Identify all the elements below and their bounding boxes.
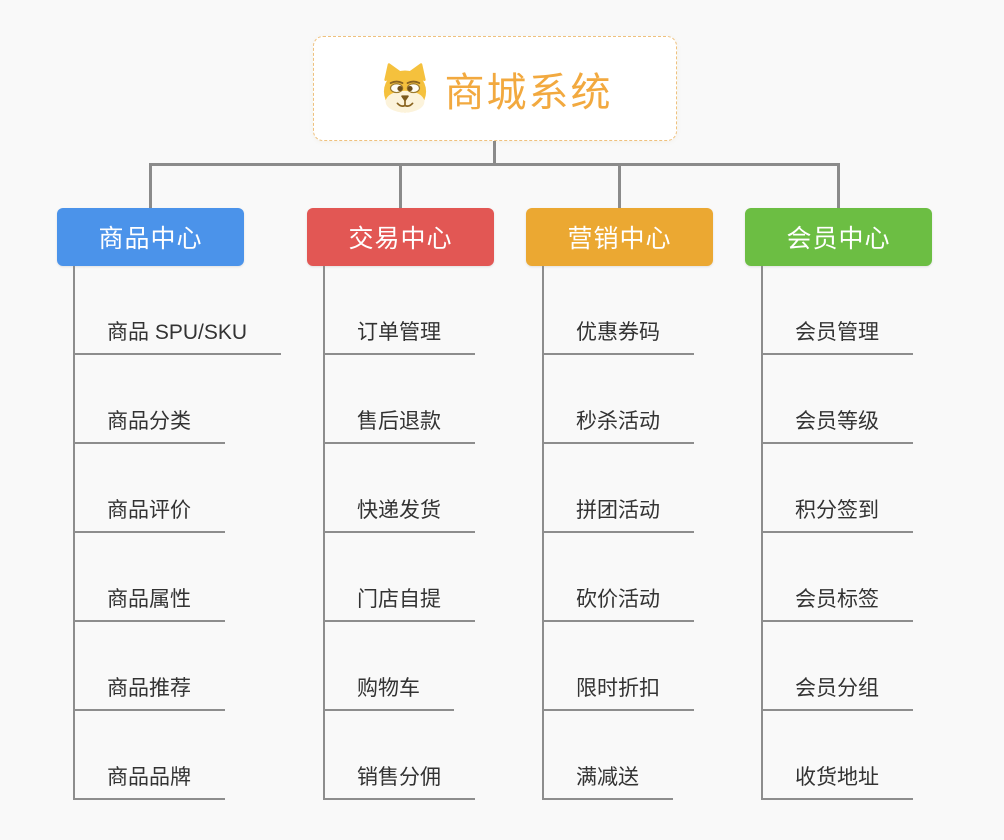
leaf-node[interactable]: 销售分佣 bbox=[325, 711, 475, 800]
branch-label: 营销中心 bbox=[567, 225, 672, 253]
branch-node-marketing-center[interactable]: 营销中心 bbox=[526, 208, 713, 266]
leaf-node[interactable]: 会员管理 bbox=[763, 266, 913, 355]
branch-connector-line bbox=[837, 164, 840, 209]
branch-connector-line bbox=[618, 164, 621, 209]
branch-connector-line bbox=[399, 164, 402, 209]
leaf-node[interactable]: 满减送 bbox=[544, 711, 673, 800]
leaf-node[interactable]: 优惠券码 bbox=[544, 266, 694, 355]
branch-bus-line bbox=[149, 163, 840, 166]
leaf-node[interactable]: 商品分类 bbox=[75, 355, 225, 444]
branch-connector-line bbox=[149, 164, 152, 209]
branch-node-trade-center[interactable]: 交易中心 bbox=[307, 208, 494, 266]
leaf-node[interactable]: 购物车 bbox=[325, 622, 454, 711]
leaf-node[interactable]: 会员分组 bbox=[763, 622, 913, 711]
leaf-node[interactable]: 限时折扣 bbox=[544, 622, 694, 711]
root-connector-line bbox=[493, 140, 496, 166]
leaf-node[interactable]: 商品推荐 bbox=[75, 622, 225, 711]
leaf-node[interactable]: 订单管理 bbox=[325, 266, 475, 355]
root-title: 商城系统 bbox=[444, 70, 613, 115]
leaf-node[interactable]: 商品品牌 bbox=[75, 711, 225, 800]
leaf-node[interactable]: 售后退款 bbox=[325, 355, 475, 444]
leaf-node[interactable]: 商品属性 bbox=[75, 533, 225, 622]
branch-node-member-center[interactable]: 会员中心 bbox=[745, 208, 932, 266]
leaf-column-member-center: 会员管理 会员等级 积分签到 会员标签 会员分组 收货地址 bbox=[761, 266, 913, 800]
branch-label: 交易中心 bbox=[348, 225, 453, 253]
leaf-node[interactable]: 收货地址 bbox=[763, 711, 913, 800]
leaf-column-marketing-center: 优惠券码 秒杀活动 拼团活动 砍价活动 限时折扣 满减送 bbox=[542, 266, 694, 800]
leaf-node[interactable]: 积分签到 bbox=[763, 444, 913, 533]
leaf-node[interactable]: 商品 SPU/SKU bbox=[75, 266, 282, 355]
branch-node-product-center[interactable]: 商品中心 bbox=[57, 208, 244, 266]
leaf-node[interactable]: 砍价活动 bbox=[544, 533, 694, 622]
root-node[interactable]: 商城系统 bbox=[313, 36, 677, 141]
doge-dog-icon bbox=[378, 62, 432, 116]
leaf-node[interactable]: 会员标签 bbox=[763, 533, 913, 622]
leaf-node[interactable]: 快递发货 bbox=[325, 444, 475, 533]
leaf-node[interactable]: 商品评价 bbox=[75, 444, 225, 533]
leaf-node[interactable]: 秒杀活动 bbox=[544, 355, 694, 444]
leaf-column-product-center: 商品 SPU/SKU 商品分类 商品评价 商品属性 商品推荐 商品品牌 bbox=[73, 266, 282, 800]
leaf-column-trade-center: 订单管理 售后退款 快递发货 门店自提 购物车 销售分佣 bbox=[323, 266, 475, 800]
leaf-node[interactable]: 门店自提 bbox=[325, 533, 475, 622]
branch-label: 会员中心 bbox=[786, 225, 891, 253]
leaf-node[interactable]: 会员等级 bbox=[763, 355, 913, 444]
leaf-node[interactable]: 拼团活动 bbox=[544, 444, 694, 533]
branch-label: 商品中心 bbox=[98, 225, 203, 253]
